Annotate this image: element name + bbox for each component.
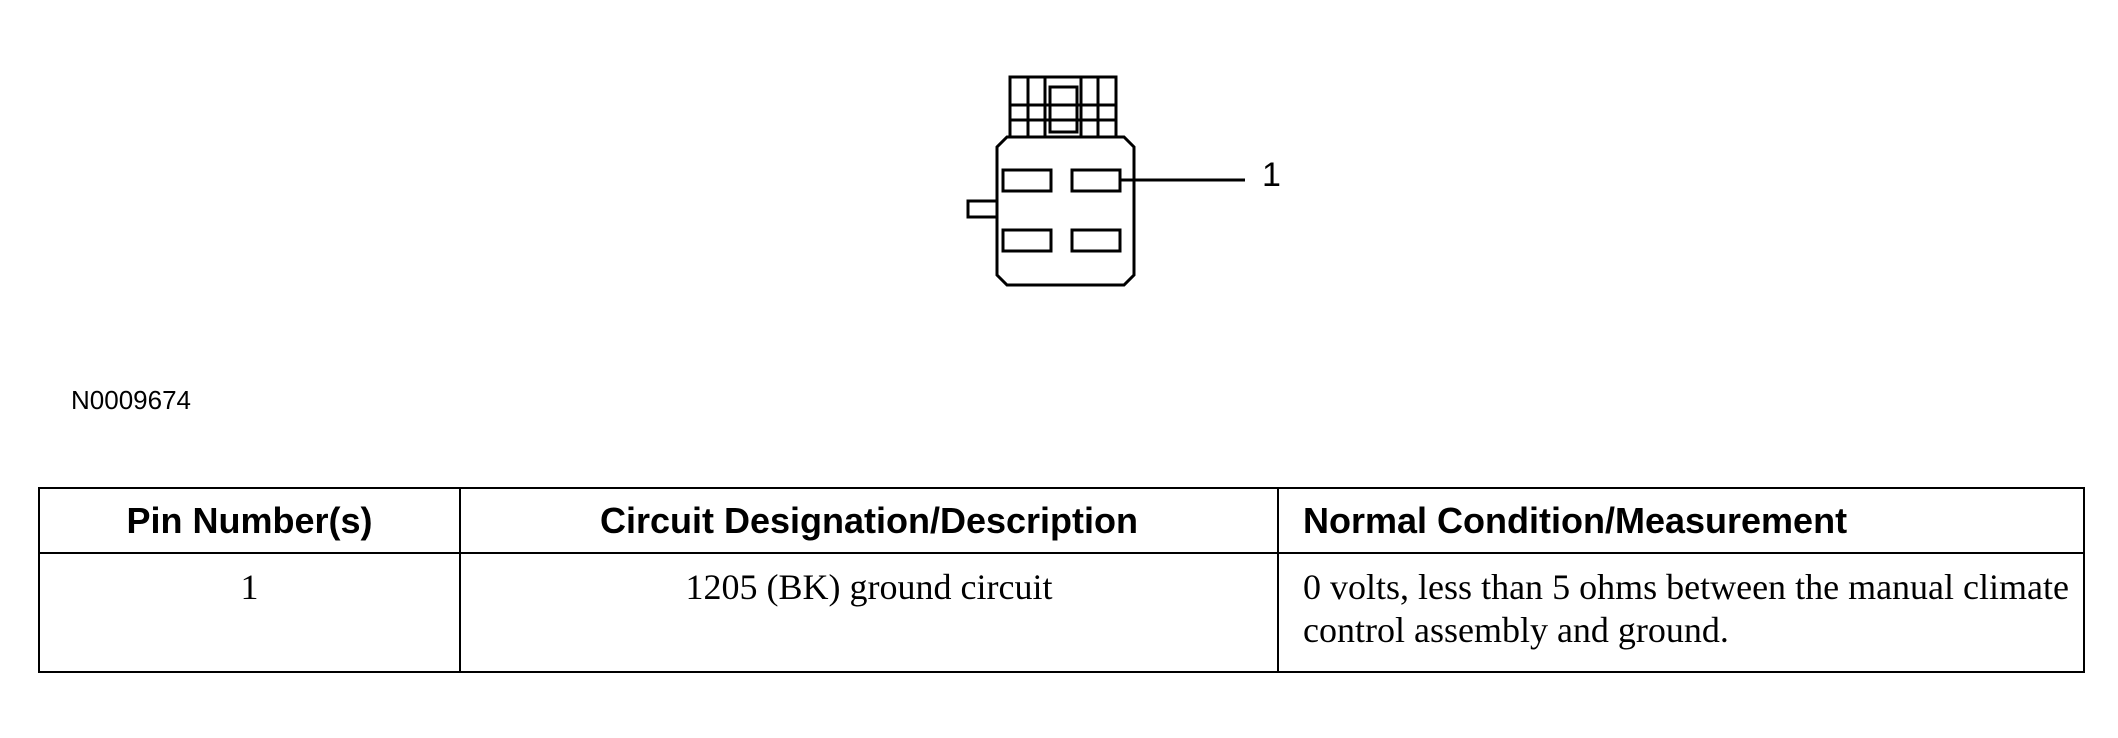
pin-cavity bbox=[1001, 168, 1053, 193]
figure-id: N0009674 bbox=[71, 385, 191, 415]
connector-body bbox=[995, 135, 1136, 287]
table-row: 1 1205 (BK) ground circuit 0 volts, less… bbox=[38, 552, 2085, 673]
connector-latch bbox=[1008, 75, 1118, 139]
cell-normal-condition: 0 volts, less than 5 ohms between the ma… bbox=[1277, 552, 2085, 673]
connector-side-key bbox=[966, 199, 999, 219]
cell-pin-number: 1 bbox=[38, 552, 461, 673]
cell-circuit-description: 1205 (BK) ground circuit bbox=[459, 552, 1279, 673]
table-header-row: Pin Number(s) Circuit Designation/Descri… bbox=[38, 487, 2085, 554]
pin-1-callout-label: 1 bbox=[1262, 156, 1281, 194]
header-circuit-description: Circuit Designation/Description bbox=[459, 487, 1279, 554]
pin-table: Pin Number(s) Circuit Designation/Descri… bbox=[38, 487, 2085, 673]
pin-cavity bbox=[1070, 228, 1122, 253]
header-pin-numbers: Pin Number(s) bbox=[38, 487, 461, 554]
header-normal-condition: Normal Condition/Measurement bbox=[1277, 487, 2085, 554]
connector-face-diagram bbox=[966, 75, 1245, 287]
pin-cavity bbox=[1001, 228, 1053, 253]
